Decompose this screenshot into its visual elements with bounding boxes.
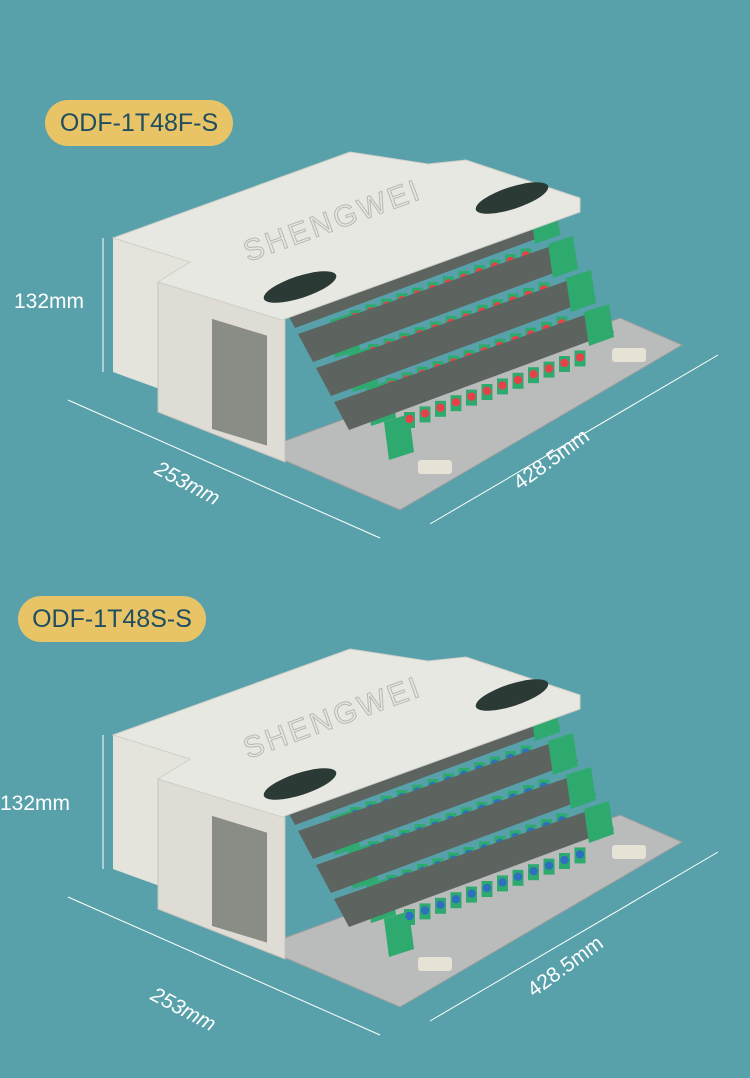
- fiber-port: [498, 878, 507, 887]
- fiber-port: [575, 353, 585, 362]
- tray-handle: [584, 304, 614, 346]
- tray: [334, 807, 614, 927]
- foot: [418, 957, 452, 971]
- handle-slot: [475, 182, 549, 214]
- handle-slot: [263, 768, 337, 800]
- fiber-port: [436, 403, 445, 412]
- width-dimension-line: [429, 851, 719, 1022]
- depth-dimension-line: [67, 896, 381, 1036]
- tray: [316, 773, 596, 893]
- fiber-port: [482, 883, 492, 893]
- product-image: SHENGWEI: [67, 648, 719, 1036]
- fiber-port: [498, 381, 507, 390]
- fiber-port: [544, 861, 554, 870]
- tray-handle: [548, 733, 578, 775]
- fiber-port: [482, 386, 492, 396]
- tray: [334, 310, 614, 430]
- fiber-port: [513, 872, 523, 881]
- tray: [316, 276, 596, 396]
- tray-handle: [566, 270, 596, 312]
- fiber-port: [451, 895, 461, 904]
- top-plate: [111, 151, 581, 321]
- fiber-port: [529, 370, 538, 379]
- fiber-port: [575, 850, 585, 859]
- tray-handle: [548, 236, 578, 278]
- depth-dimension-line: [67, 399, 381, 539]
- fiber-port: [529, 867, 538, 876]
- fiber-port: [467, 392, 476, 401]
- fiber-port: [436, 900, 445, 909]
- fiber-port: [420, 906, 430, 915]
- fiber-port: [560, 358, 569, 368]
- tray-handle: [566, 767, 596, 809]
- model-label: ODF-1T48F-S: [45, 100, 233, 146]
- fiber-port: [467, 889, 476, 898]
- product-image: SHENGWEI: [67, 151, 719, 539]
- panel-opening: [212, 318, 267, 446]
- fiber-port: [451, 398, 461, 407]
- height-dimension: 132mm: [0, 792, 71, 815]
- top-plate: [111, 648, 581, 818]
- width-dimension-line: [429, 354, 719, 525]
- height-dimension: 132mm: [14, 290, 85, 313]
- fiber-port: [405, 911, 414, 921]
- fiber-port: [420, 409, 430, 418]
- fiber-port: [405, 414, 414, 424]
- handle-slot: [263, 271, 337, 303]
- handle-slot: [475, 679, 549, 711]
- fiber-port: [544, 364, 554, 373]
- model-label: ODF-1T48S-S: [18, 596, 206, 642]
- fiber-port: [513, 375, 523, 384]
- foot: [612, 348, 646, 362]
- tray-handle: [584, 801, 614, 843]
- tray: [298, 242, 578, 362]
- panel-opening: [212, 815, 267, 943]
- foot: [612, 845, 646, 859]
- fiber-port: [560, 855, 569, 865]
- foot: [418, 460, 452, 474]
- tray: [298, 739, 578, 859]
